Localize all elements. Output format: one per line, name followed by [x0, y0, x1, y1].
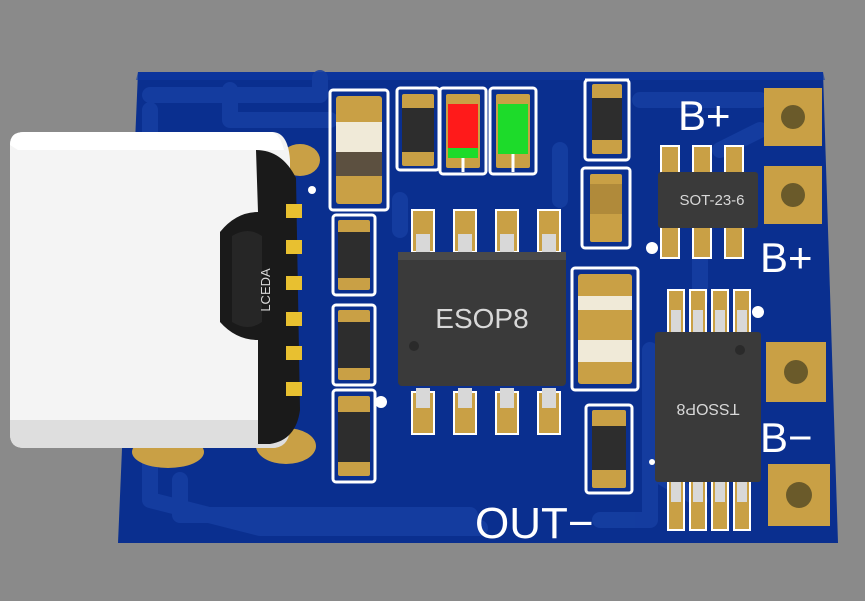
led-red: [446, 94, 480, 172]
ic-sot23-6: SOT-23-6: [658, 145, 758, 259]
resistor-r3: [592, 410, 626, 488]
esop8-label: ESOP8: [435, 303, 528, 334]
through-hole-pads: [764, 88, 830, 526]
resistor-r4: [338, 220, 370, 290]
ic-tssop8: TSSOP8: [655, 289, 761, 531]
label-b-plus-mid: B+: [760, 234, 813, 281]
usb-contacts: [286, 204, 302, 396]
ic-esop8: ESOP8: [398, 209, 566, 435]
resistor-r1: [402, 94, 434, 166]
resistor-r2: [592, 84, 622, 154]
silkscreen-dots: [308, 186, 764, 465]
sot23-label: SOT-23-6: [679, 192, 744, 209]
led-green: [496, 94, 530, 172]
capacitor-c3: [578, 274, 632, 384]
label-b-minus: B−: [760, 414, 813, 461]
capacitor-c2: [590, 174, 622, 242]
tssop8-label: TSSOP8: [676, 400, 739, 417]
silkscreen-outlines: [328, 78, 640, 495]
capacitor-c1: [336, 96, 382, 204]
label-b-plus-top: B+: [678, 92, 731, 139]
resistor-r5: [338, 310, 370, 380]
usb-c-connector: LCEDA: [10, 132, 302, 448]
resistor-r6: [338, 396, 370, 476]
usb-marking: LCEDA: [258, 268, 273, 312]
label-out-minus: OUT−: [475, 499, 594, 548]
